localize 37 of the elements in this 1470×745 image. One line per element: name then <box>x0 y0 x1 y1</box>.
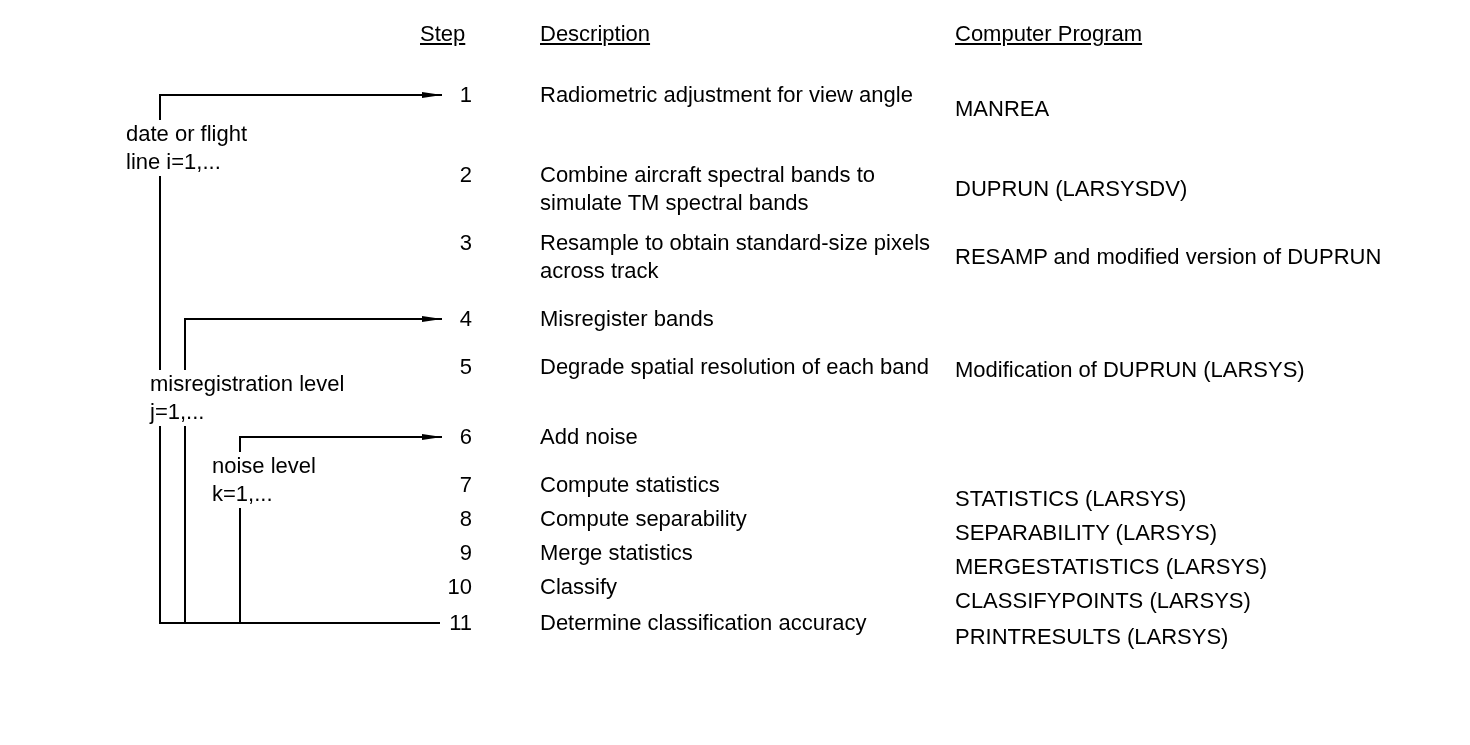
step-number: 10 <box>446 573 472 601</box>
program-name: STATISTICS (LARSYS) <box>955 485 1188 513</box>
loop-arrow <box>159 92 443 624</box>
program-name: DUPRUN (LARSYSDV) <box>955 175 1189 203</box>
step-description: Radiometric adjustment for view angle <box>540 81 914 109</box>
step-number: 5 <box>458 353 472 381</box>
program-name: SEPARABILITY (LARSYS) <box>955 519 1219 547</box>
step-number: 2 <box>458 161 472 189</box>
step-number: 7 <box>458 471 472 499</box>
step-description: Merge statistics <box>540 539 694 567</box>
column-header: Computer Program <box>955 20 1143 48</box>
step-number: 4 <box>458 305 472 333</box>
column-header: Description <box>540 20 651 48</box>
step-number: 11 <box>448 609 472 637</box>
step-description: Determine classification accuracy <box>540 609 868 637</box>
program-name: Modification of DUPRUN (LARSYS) <box>955 356 1306 384</box>
step-description: Compute separability <box>540 505 748 533</box>
step-number: 3 <box>458 229 472 257</box>
program-name: MANREA <box>955 95 1051 123</box>
step-number: 8 <box>458 505 472 533</box>
step-number: 6 <box>458 423 472 451</box>
program-name: CLASSIFYPOINTS (LARSYS) <box>955 587 1252 615</box>
step-description: Degrade spatial resolution of each band <box>540 353 930 381</box>
step-description: Misregister bands <box>540 305 715 333</box>
step-number: 9 <box>458 539 472 567</box>
program-name: RESAMP and modified version of DUPRUN <box>955 243 1383 271</box>
column-header: Step <box>420 20 466 48</box>
step-description: Resample to obtain standard-size pixels across track <box>540 229 932 285</box>
step-description: Classify <box>540 573 618 601</box>
program-name: PRINTRESULTS (LARSYS) <box>955 623 1230 651</box>
step-description: Compute statistics <box>540 471 721 499</box>
loop-arrow <box>184 316 443 624</box>
program-name: MERGESTATISTICS (LARSYS) <box>955 553 1269 581</box>
step-description: Add noise <box>540 423 639 451</box>
loop-arrow <box>239 434 443 624</box>
step-number: 1 <box>458 81 472 109</box>
step-description: Combine aircraft spectral bands to simulate TM spectral bands <box>540 161 877 217</box>
